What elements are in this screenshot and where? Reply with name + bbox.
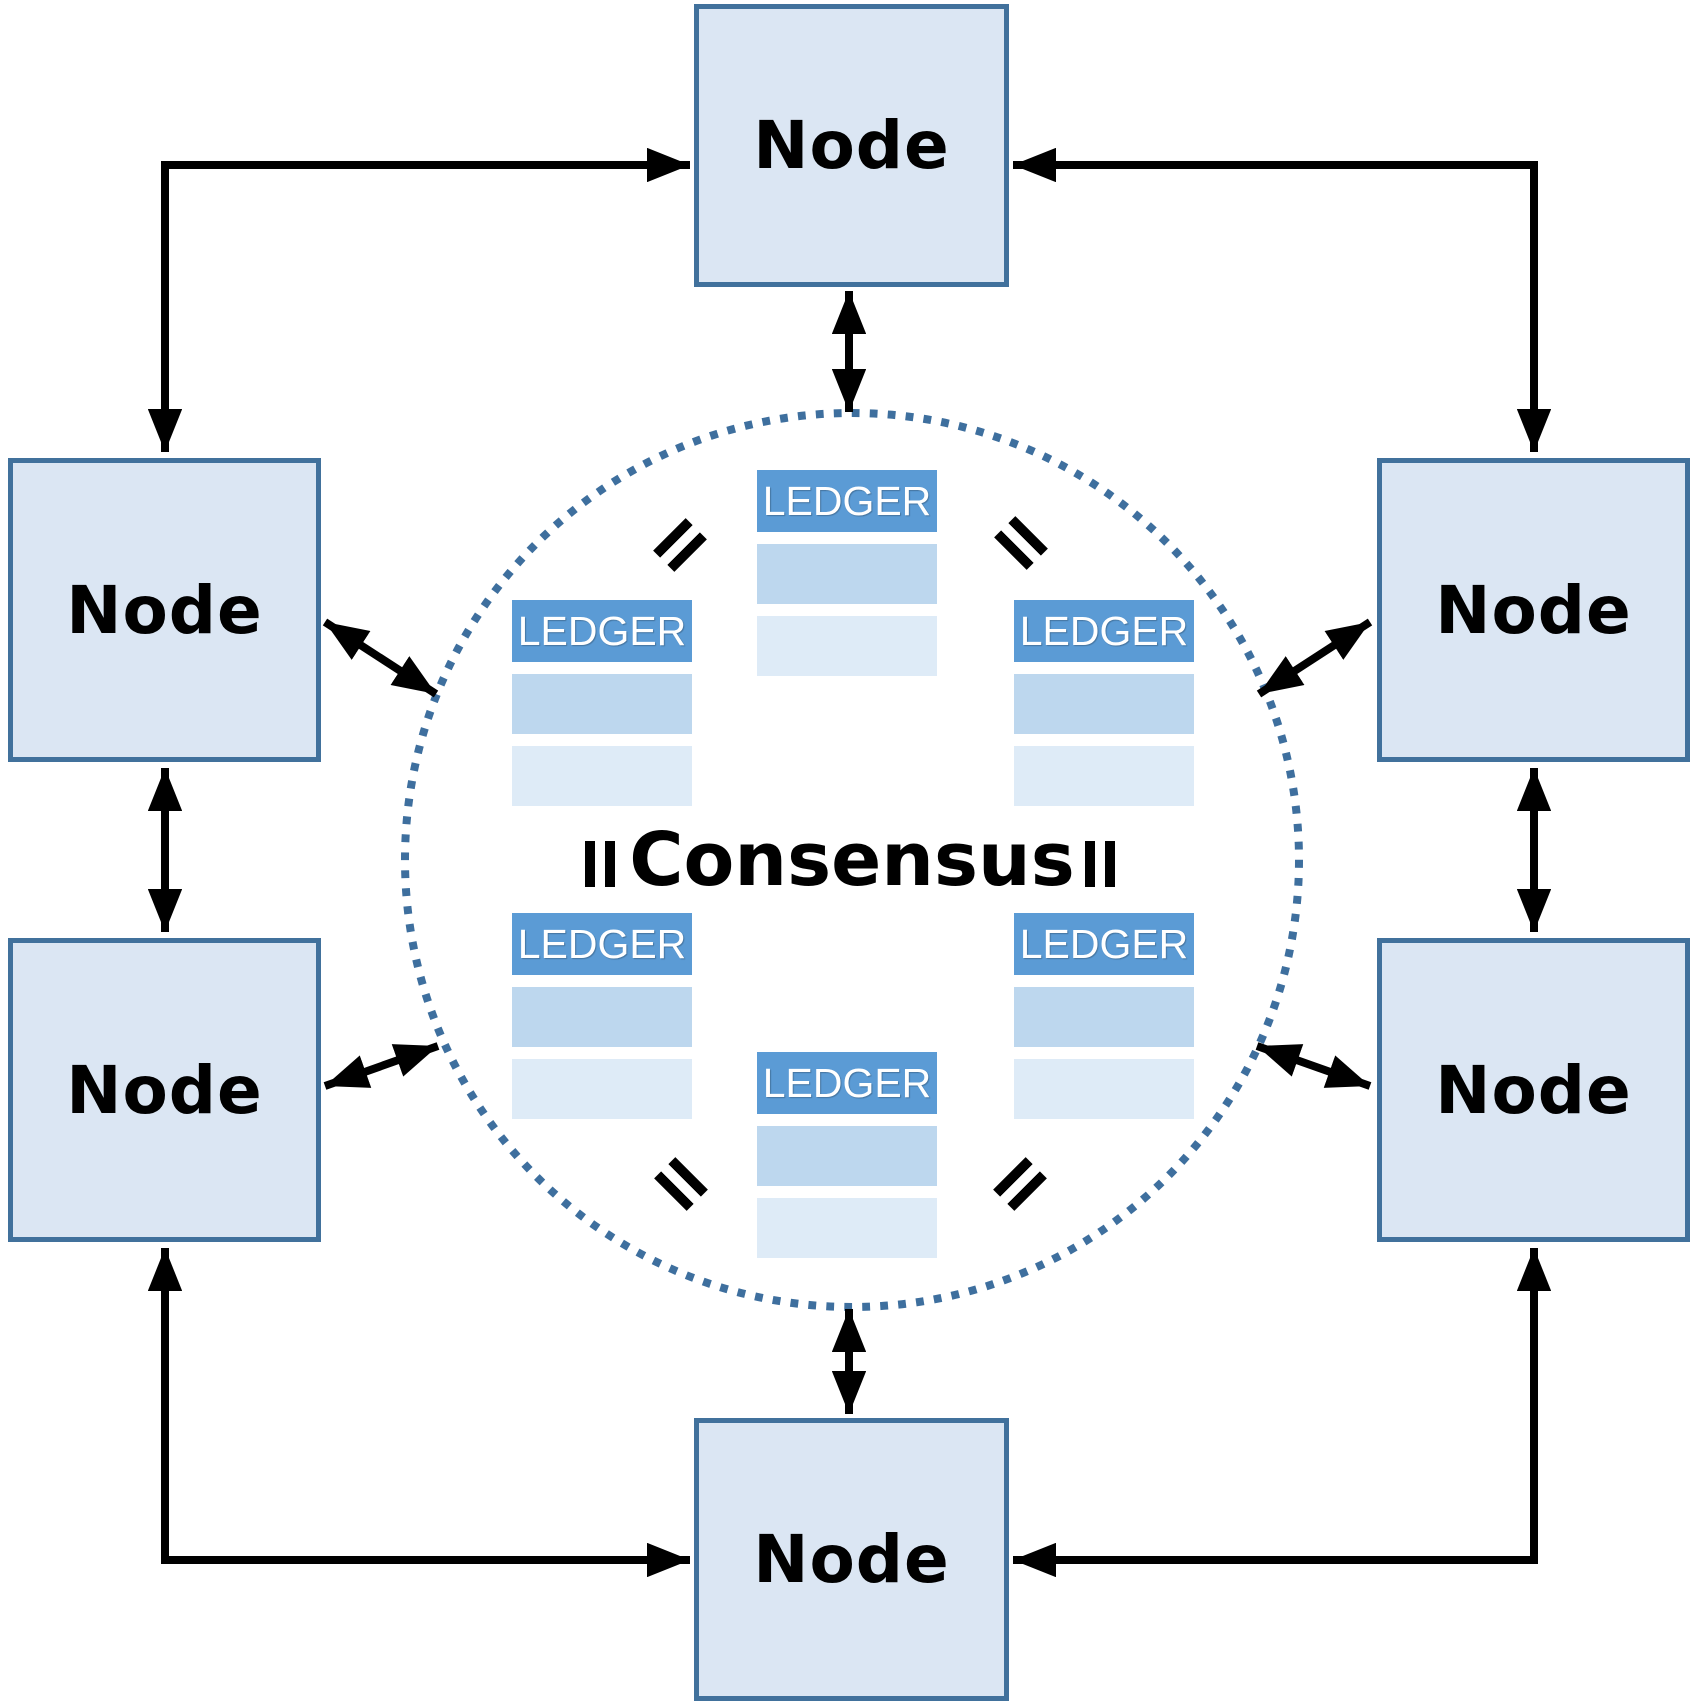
ledger-row [1014, 1059, 1194, 1119]
ledger-header: LEDGER [757, 1052, 937, 1114]
ledger-row [512, 987, 692, 1047]
ledger-row [757, 1126, 937, 1186]
node-box-top: Node [694, 4, 1009, 287]
consensus-label: Consensus [629, 817, 1075, 903]
ledger-row [1014, 746, 1194, 806]
node-box-bottom: Node [694, 1418, 1009, 1701]
ledger-table-upper-left: LEDGER [512, 600, 692, 806]
node-box-lower-right: Node [1377, 938, 1690, 1242]
ledger-table-lower-left: LEDGER [512, 913, 692, 1119]
ledger-header: LEDGER [1014, 913, 1194, 975]
arrow-upper-right-node-to-circle [1256, 618, 1373, 698]
ledger-row [757, 544, 937, 604]
connector-top-node-to-upper-right-node [1013, 147, 1552, 452]
ledger-row [757, 616, 937, 676]
ledger-row [512, 746, 692, 806]
connector-bottom-node-to-lower-right-node [1013, 1248, 1552, 1578]
ledger-header: LEDGER [512, 913, 692, 975]
ledger-row [1014, 987, 1194, 1047]
ledger-table-top-center: LEDGER [757, 470, 937, 676]
node-box-lower-left: Node [8, 938, 321, 1242]
ledger-row [512, 1059, 692, 1119]
ledger-header: LEDGER [757, 470, 937, 532]
ledger-row [512, 674, 692, 734]
ledger-header: LEDGER [512, 600, 692, 662]
arrow-lower-right-node-to-circle [1255, 1042, 1372, 1090]
node-box-upper-right: Node [1377, 458, 1690, 762]
ledger-table-upper-right: LEDGER [1014, 600, 1194, 806]
ledger-header: LEDGER [1014, 600, 1194, 662]
node-box-upper-left: Node [8, 458, 321, 762]
arrow-lower-left-node-to-circle [323, 1042, 440, 1090]
ledger-table-bottom-center: LEDGER [757, 1052, 937, 1258]
ledger-row [757, 1198, 937, 1258]
arrow-upper-left-node-to-circle [322, 618, 439, 698]
consensus-circle-border [401, 409, 1303, 1311]
ledger-row [1014, 674, 1194, 734]
connector-bottom-node-to-lower-left-node [147, 1248, 690, 1578]
connector-top-node-to-upper-left-node [147, 147, 690, 452]
ledger-table-lower-right: LEDGER [1014, 913, 1194, 1119]
